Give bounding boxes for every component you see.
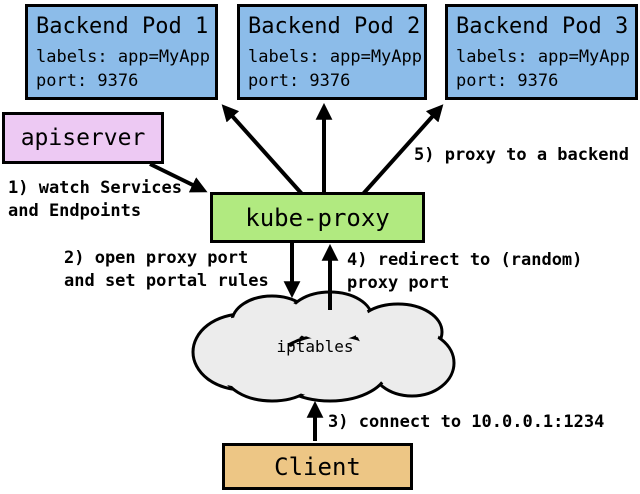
step2-open-proxy-port-label: 2) open proxy port and set portal rules (64, 248, 269, 291)
pod-port: port: 9376 (456, 71, 559, 91)
backend-pod-2-box: Backend Pod 2 labels: app=MyApp port: 93… (237, 4, 427, 100)
pod-title: Backend Pod 2 (248, 14, 421, 39)
apiserver-box: apiserver (2, 112, 164, 164)
pod-labels: labels: app=MyApp (36, 47, 210, 67)
pod-title: Backend Pod 3 (456, 14, 629, 39)
kube-proxy-box: kube-proxy (210, 192, 425, 243)
client-label: Client (274, 452, 361, 481)
step1-watch-services-label: 1) watch Services and Endpoints (8, 178, 182, 221)
apiserver-label: apiserver (20, 125, 146, 151)
pod-title: Backend Pod 1 (36, 14, 209, 39)
pod-labels: labels: app=MyApp (248, 47, 422, 67)
backend-pod-3-box: Backend Pod 3 labels: app=MyApp port: 93… (445, 4, 638, 100)
backend-pod-1-box: Backend Pod 1 labels: app=MyApp port: 93… (25, 4, 218, 100)
client-box: Client (222, 443, 413, 490)
step4-redirect-label: 4) redirect to (random) proxy port (347, 250, 583, 293)
iptables-cloud (191, 290, 456, 403)
kube-proxy-label: kube-proxy (245, 203, 390, 232)
pod-labels: labels: app=MyApp (456, 47, 630, 67)
arrow-kube-proxy-to-pod1 (221, 104, 304, 196)
arrow-apiserver-to-kube-proxy (149, 162, 208, 193)
pod-port: port: 9376 (36, 71, 139, 91)
iptables-label: iptables (276, 337, 354, 356)
step5-proxy-backend-label: 5) proxy to a backend (414, 145, 629, 165)
step3-connect-label: 3) connect to 10.0.0.1:1234 (328, 412, 605, 432)
pod-port: port: 9376 (248, 71, 351, 91)
arrow-kube-proxy-to-pod3 (361, 104, 444, 196)
